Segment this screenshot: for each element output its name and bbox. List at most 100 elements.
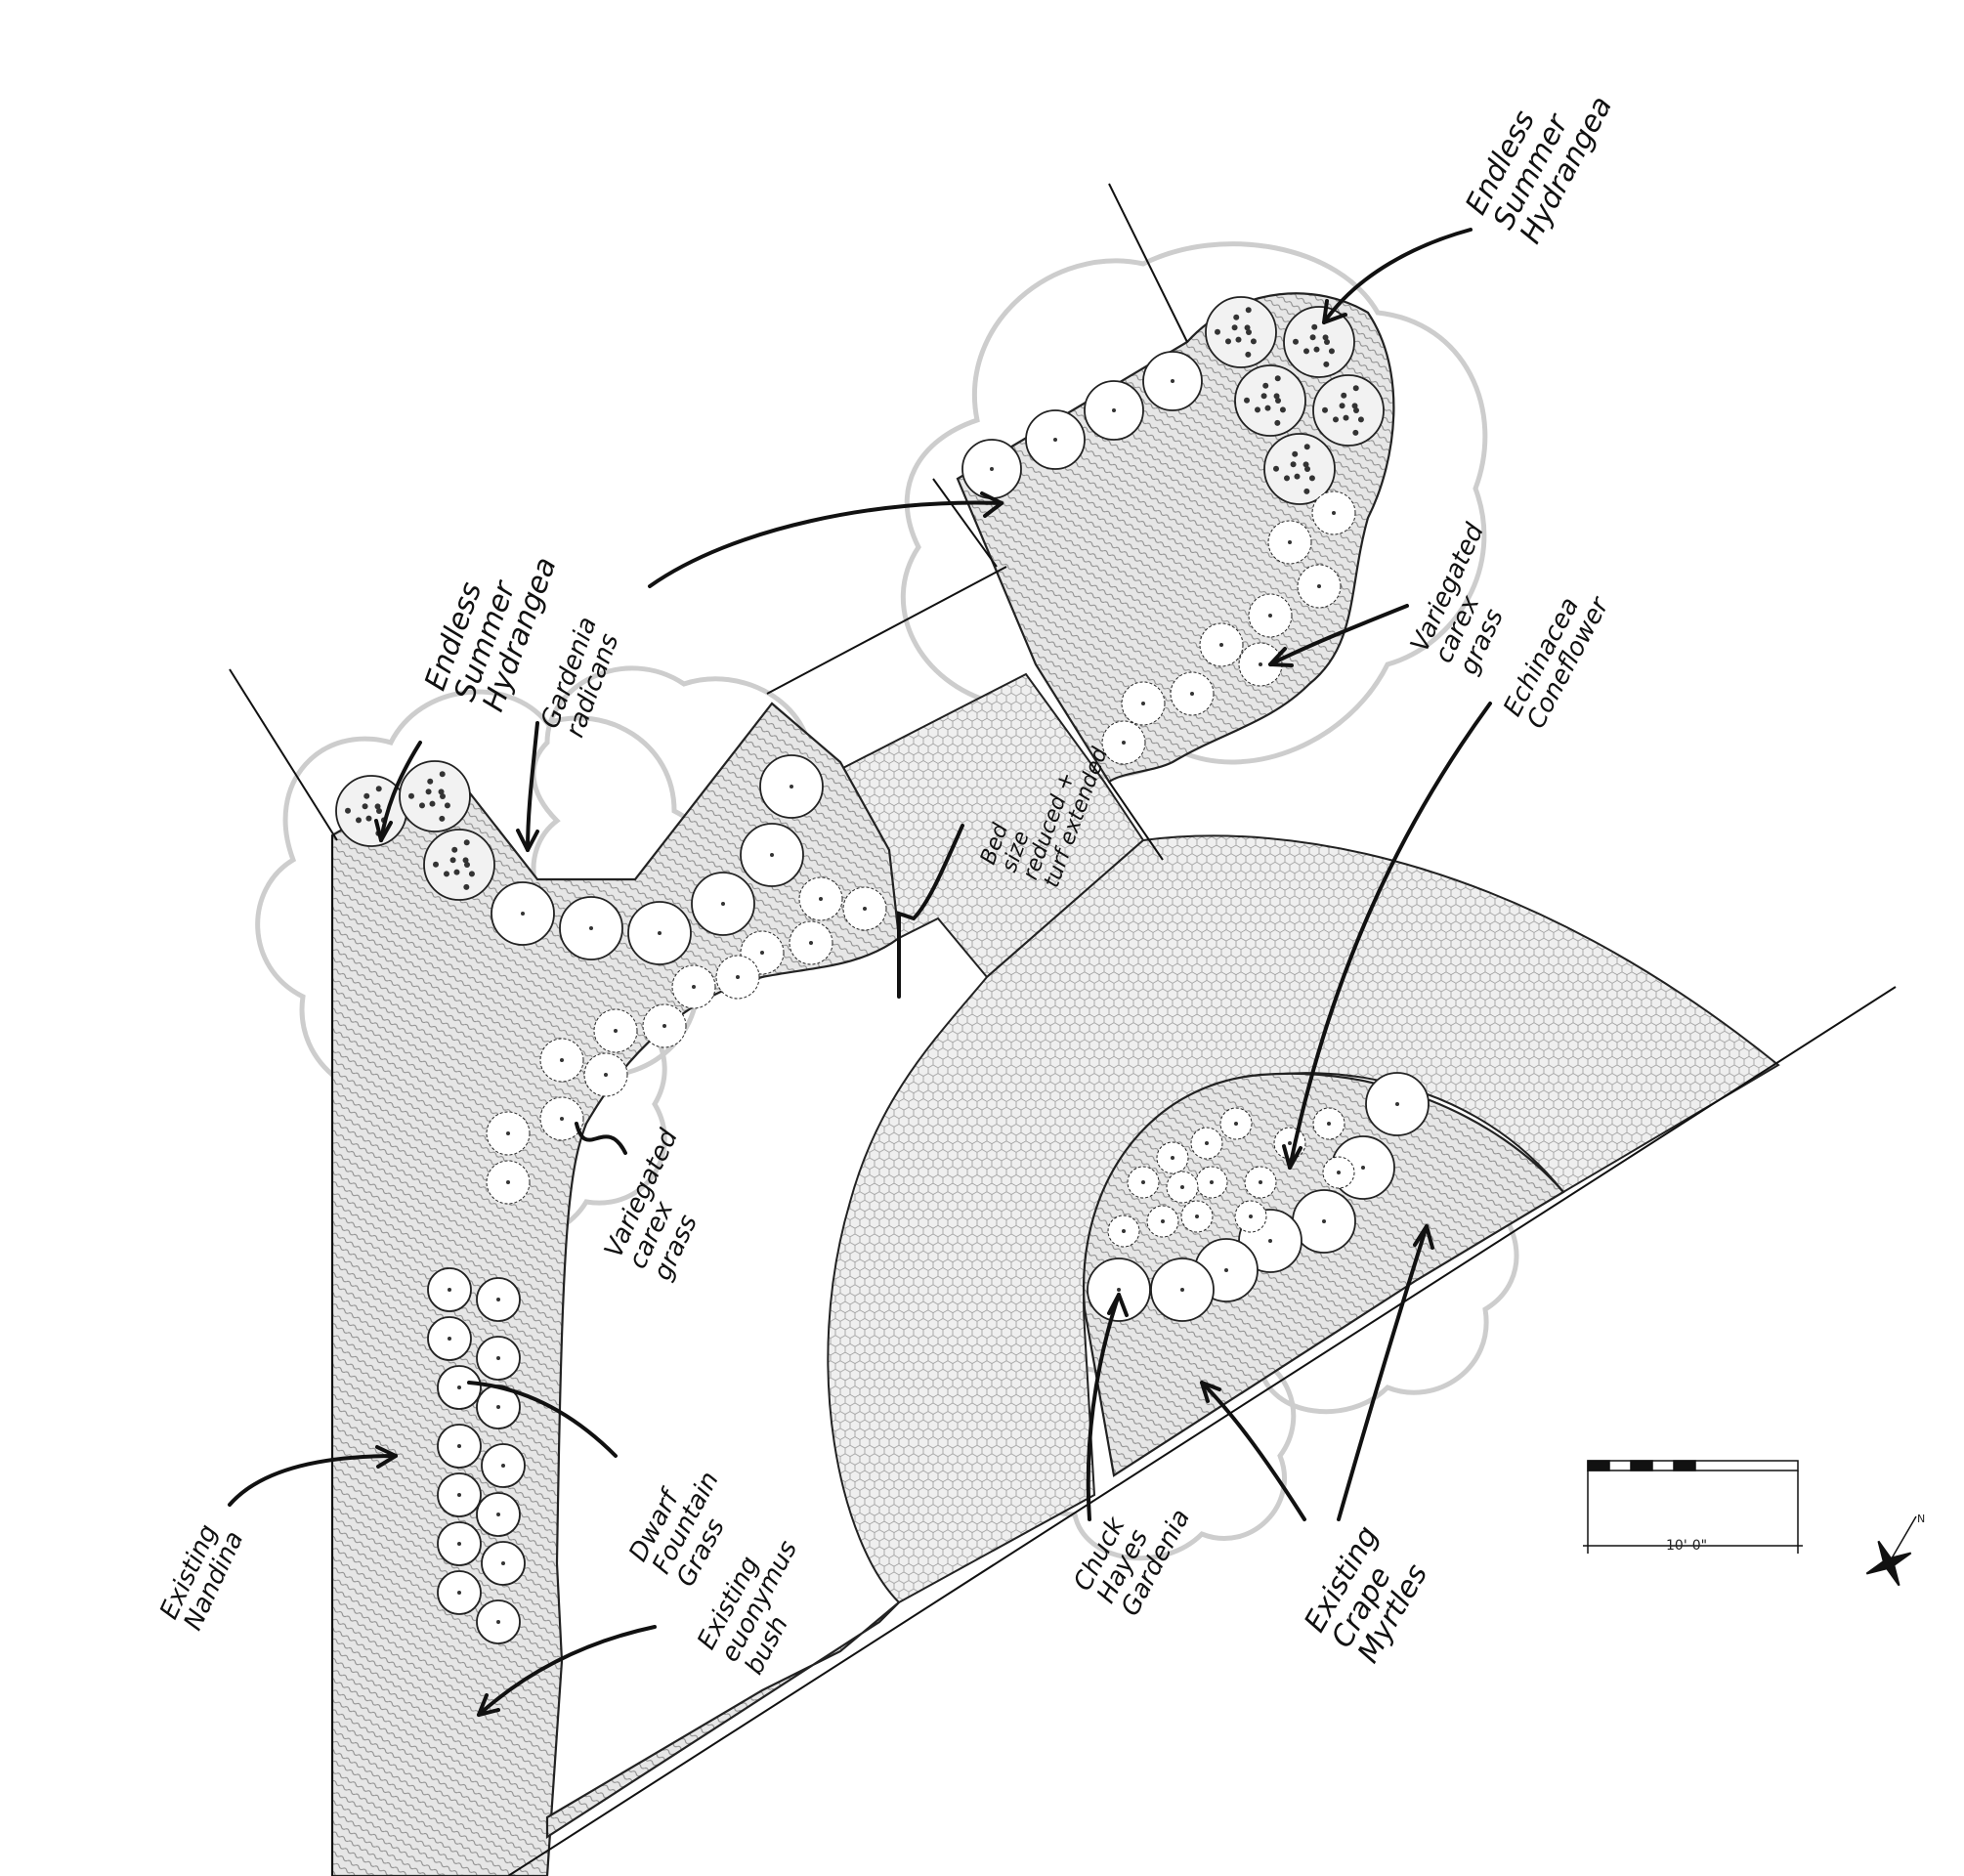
plant-center-dot — [1122, 741, 1126, 745]
hydrangea-dot — [1304, 466, 1310, 472]
plant-center-dot — [560, 1117, 564, 1121]
north-arrow — [1865, 1515, 1917, 1587]
hydrangea-dot — [443, 871, 449, 877]
plant-center-dot — [496, 1405, 500, 1409]
arrow-hydrangea-top-head — [1322, 299, 1347, 324]
hydrangea-dot — [1244, 397, 1251, 404]
plant-center-dot — [506, 1131, 510, 1135]
hydrangea-dot — [1244, 324, 1251, 331]
plant-center-dot — [1327, 1122, 1331, 1126]
arrow-chuck-hayes-head — [1107, 1293, 1129, 1317]
hydrangea-dot — [444, 802, 450, 809]
hydrangea-dot — [1343, 414, 1349, 421]
hydrangea-plant-symbol — [1312, 374, 1385, 447]
hydrangea-dot — [1341, 392, 1347, 399]
hydrangea-dot — [1353, 407, 1359, 413]
construction-line-top — [1108, 183, 1188, 343]
plant-center-dot — [1322, 1219, 1326, 1223]
hydrangea-dot — [376, 808, 382, 814]
plant-center-dot — [736, 975, 740, 979]
hydrangea-dot — [1245, 351, 1252, 358]
leader-arrows — [228, 228, 1492, 1717]
plant-center-dot — [658, 931, 662, 935]
arrow-hydrangea-left-head — [374, 819, 393, 842]
hydrangea-dot — [1302, 461, 1309, 468]
plant-center-dot — [819, 897, 823, 901]
hydrangea-dot — [438, 789, 445, 795]
hydrangea-dot — [440, 793, 446, 799]
hydrangea-dot — [1235, 336, 1242, 343]
plant-center-dot — [457, 1444, 461, 1448]
hydrangea-dot — [1233, 314, 1240, 320]
plant-center-dot — [496, 1513, 500, 1516]
arrow-crape-1-head — [1200, 1381, 1221, 1403]
plant-center-dot — [496, 1620, 500, 1624]
hydrangea-dot — [463, 839, 470, 846]
plant-center-dot — [1053, 438, 1057, 442]
plant-center-dot — [790, 785, 793, 789]
hydrangea-dot — [1273, 393, 1280, 400]
hydrangea-dot — [429, 800, 436, 807]
hydrangea-dot — [464, 862, 470, 868]
arrow-nandina — [228, 1454, 398, 1507]
hydrangea-dot — [1290, 461, 1297, 468]
hydrangea-dot — [1275, 398, 1281, 404]
arrow-gardenia-radicans-head — [980, 491, 1003, 518]
arrow-nandina-head — [375, 1445, 398, 1469]
arrow-dwarf-grass — [467, 1381, 618, 1458]
plant-symbols — [335, 296, 1430, 1644]
plant-center-dot — [990, 467, 994, 471]
hydrangea-dot — [1352, 429, 1359, 436]
hydrangea-dot — [1303, 444, 1310, 450]
hydrangea-dot — [1274, 375, 1281, 382]
plant-center-dot — [448, 1288, 451, 1292]
plant-center-dot — [1259, 1180, 1262, 1184]
plant-center-dot — [1195, 1215, 1199, 1218]
plant-center-dot — [501, 1464, 505, 1468]
plant-center-dot — [457, 1493, 461, 1497]
hydrangea-dot — [453, 869, 460, 875]
plant-center-dot — [1161, 1219, 1165, 1223]
plant-center-dot — [448, 1337, 451, 1341]
hydrangea-dot — [355, 817, 362, 824]
hydrangea-dot — [1279, 406, 1286, 413]
arrow-crape-1 — [1200, 1381, 1306, 1521]
hydrangea-dot — [418, 802, 425, 809]
hydrangea-dot — [1231, 324, 1238, 331]
construction-line-mid-2 — [932, 478, 998, 568]
scale-bar-seg-1 — [1587, 1460, 1610, 1471]
plant-center-dot — [1171, 1156, 1174, 1160]
scale-bar-label: 10'-0" — [1666, 1538, 1708, 1554]
scale-bar-seg-3 — [1673, 1460, 1696, 1471]
plant-center-dot — [496, 1298, 500, 1301]
plant-center-dot — [692, 985, 696, 989]
hydrangea-dot — [1352, 385, 1359, 392]
plant-center-dot — [1249, 1215, 1253, 1218]
plant-center-dot — [1117, 1288, 1121, 1292]
property-line-diagonal — [507, 986, 1897, 1876]
hydrangea-plant-symbol — [399, 760, 471, 832]
hydrangea-dot — [1254, 406, 1260, 413]
plant-center-dot — [560, 1058, 564, 1062]
plant-center-dot — [721, 902, 725, 906]
hydrangea-dot — [433, 861, 440, 868]
arrow-hydrangea-left — [379, 741, 422, 842]
hydrangea-plant-symbol — [1283, 306, 1355, 378]
hydrangea-dot — [362, 803, 368, 810]
plant-center-dot — [1141, 1180, 1145, 1184]
hydrangea-dot — [1311, 323, 1318, 330]
construction-line-left — [229, 668, 338, 841]
bed-note-bracket — [897, 824, 964, 999]
plant-center-dot — [662, 1024, 666, 1028]
scale-bar-seg-2 — [1630, 1460, 1653, 1471]
arrow-gardenia-left — [526, 721, 539, 852]
plant-center-dot — [614, 1029, 618, 1033]
hydrangea-dot — [1262, 382, 1269, 389]
hydrangea-dot — [1351, 403, 1358, 409]
hydrangea-dot — [1309, 334, 1316, 341]
plant-center-dot — [863, 907, 867, 911]
hydrangea-dot — [1293, 338, 1300, 345]
hydrangea-dot — [1224, 338, 1231, 345]
hydrangea-dot — [1339, 403, 1345, 409]
hydrangea-dot — [1328, 348, 1335, 355]
